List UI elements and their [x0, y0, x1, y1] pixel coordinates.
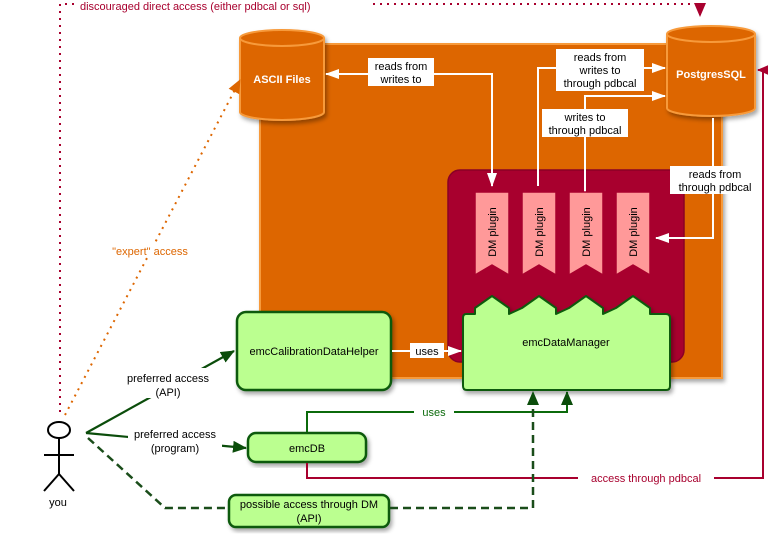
pg-link1-label-box — [556, 49, 644, 91]
dm-plugin-3-label: DM plugin — [581, 207, 593, 257]
emc-data-manager-label: emcDataManager — [522, 337, 610, 349]
preferred-access-api-line1: preferred access — [127, 373, 209, 385]
emcdb-box[interactable] — [246, 431, 368, 464]
ascii-files-cylinder[interactable] — [239, 29, 325, 121]
dm-plugin-1-label: DM plugin — [487, 207, 499, 257]
access-through-pdbcal-label: access through pdbcal — [591, 473, 701, 485]
pg-link3-label-box — [670, 166, 760, 194]
discouraged-access-line — [59, 3, 706, 412]
preferred-access-program-line1: preferred access — [134, 429, 216, 441]
pg-link2-label-line2: through pdbcal — [549, 125, 622, 137]
ascii-link-label-box — [368, 58, 434, 86]
pg-link3-label-line2: through pdbcal — [679, 182, 752, 194]
emcdb-label: emcDB — [289, 443, 325, 455]
dm-plugin-3[interactable]: DM plugin — [568, 191, 604, 276]
uses-label-2: uses — [422, 407, 446, 419]
actor-you-icon — [43, 421, 75, 492]
possible-access-box[interactable] — [227, 493, 391, 529]
dm-plugin-4[interactable]: DM plugin — [615, 191, 651, 276]
ascii-files-label: ASCII Files — [253, 74, 310, 86]
pg-link1-label-line1: reads from — [574, 52, 627, 64]
expert-access-label: "expert" access — [112, 246, 188, 258]
pg-link1-label-line2: writes to — [579, 65, 621, 77]
discouraged-access-label: discouraged direct access (either pdbcal… — [80, 1, 311, 13]
pg-link1-label-line3: through pdbcal — [564, 78, 637, 90]
postgres-label: PostgresSQL — [676, 69, 746, 81]
dm-plugin-2-label: DM plugin — [534, 207, 546, 257]
ascii-link-label-line2: writes to — [380, 74, 422, 86]
dm-plugin-2[interactable]: DM plugin — [521, 191, 557, 276]
pg-link2-label-line1: writes to — [564, 112, 606, 124]
uses-label-box — [410, 343, 444, 358]
preferred-access-api-line2: (API) — [155, 387, 180, 399]
dm-plugin-1[interactable]: DM plugin — [474, 191, 510, 276]
dm-plugin-4-label: DM plugin — [628, 207, 640, 257]
uses-label: uses — [415, 346, 439, 358]
postgres-cylinder[interactable] — [666, 25, 756, 117]
emc-calibration-data-helper-box[interactable] — [235, 310, 393, 392]
ascii-link-label-line1: reads from — [375, 61, 428, 73]
possible-access-label-line1: possible access through DM — [240, 499, 378, 511]
emc-calibration-data-helper-label: emcCalibrationDataHelper — [249, 346, 378, 358]
possible-access-label-line2: (API) — [296, 513, 321, 525]
emc-data-manager-box[interactable] — [462, 295, 671, 391]
pg-link2-label-box — [542, 109, 628, 137]
preferred-access-program-line2: (program) — [151, 443, 199, 455]
actor-you-label: you — [49, 497, 67, 509]
pg-link3-label-line1: reads from — [689, 169, 742, 181]
